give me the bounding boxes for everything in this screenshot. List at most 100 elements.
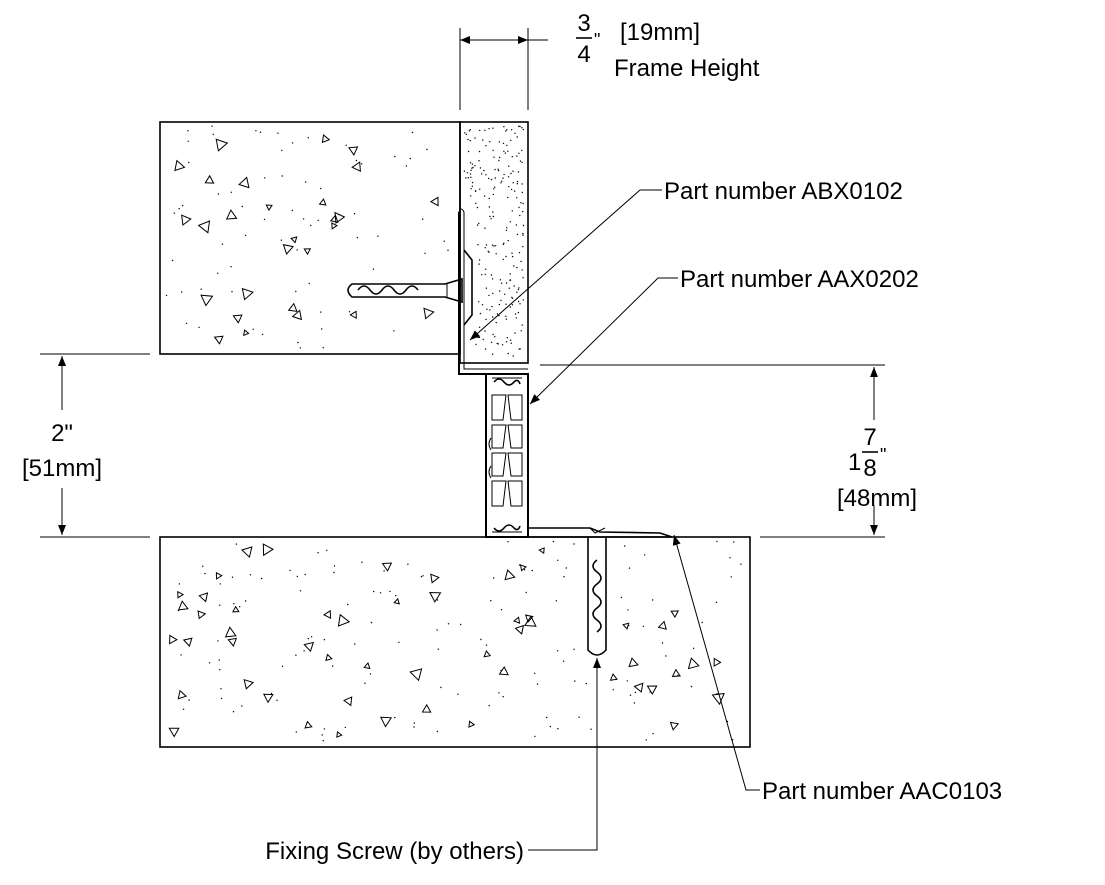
- aggregate-mark: [429, 196, 439, 207]
- stipple-dot: [369, 673, 372, 675]
- stipple-dot: [394, 155, 396, 158]
- stipple-dot: [503, 126, 505, 128]
- stipple-dot: [510, 129, 513, 131]
- stipple-dot: [281, 149, 283, 152]
- stipple-dot: [628, 624, 630, 627]
- stipple-dot: [426, 148, 428, 151]
- stipple-dot: [478, 222, 480, 225]
- stipple-dot: [171, 259, 174, 262]
- stipple-dot: [372, 268, 375, 270]
- stipple-dot: [302, 218, 305, 220]
- stipple-dot: [373, 590, 375, 593]
- frame-height-fraction-numerator: 3: [577, 10, 590, 37]
- stipple-dot: [494, 186, 496, 188]
- stipple-dot: [546, 716, 548, 719]
- aggregate-mark: [215, 138, 229, 152]
- stipple-dot: [492, 149, 494, 151]
- stipple-dot: [481, 274, 483, 276]
- stipple-dot: [317, 552, 319, 554]
- stipple-dot: [502, 696, 504, 698]
- stipple-dot: [478, 301, 480, 303]
- stipple-dot: [497, 168, 499, 170]
- stipple-dot: [511, 304, 514, 306]
- aggregate-mark: [524, 614, 534, 623]
- aggregate-mark: [225, 209, 238, 220]
- stipple-dot: [165, 294, 168, 297]
- stipple-dot: [291, 209, 293, 212]
- stipple-dot: [485, 145, 487, 147]
- aggregate-mark: [671, 668, 681, 677]
- stipple-dot: [231, 291, 233, 293]
- stipple-dot: [187, 130, 189, 132]
- right-gap-inch-mark: ": [880, 445, 886, 465]
- aggregate-mark: [304, 720, 313, 729]
- callout-fixing-screw-label: Fixing Screw (by others): [265, 838, 524, 865]
- aggregate-mark: [657, 620, 667, 630]
- stipple-dot: [447, 623, 450, 625]
- stipple-dot: [233, 603, 235, 605]
- stipple-dot: [471, 185, 473, 187]
- stipple-dot: [502, 142, 505, 144]
- stipple-dot: [644, 554, 646, 556]
- stipple-dot: [488, 294, 490, 297]
- stipple-dot: [320, 311, 322, 313]
- stipple-dot: [464, 132, 466, 134]
- stipple-dot: [522, 234, 524, 236]
- stipple-dot: [512, 170, 514, 172]
- stipple-dot: [620, 596, 623, 599]
- stipple-dot: [303, 650, 305, 652]
- stipple-dot: [505, 130, 507, 132]
- stipple-dot: [523, 569, 526, 571]
- stipple-dot: [436, 629, 438, 631]
- stipple-dot: [506, 144, 508, 147]
- stipple-dot: [470, 176, 472, 178]
- stipple-dot: [488, 251, 490, 253]
- stipple-dot: [730, 576, 732, 578]
- upper-fixing-screw: [347, 277, 463, 304]
- stipple-dot: [465, 177, 467, 179]
- stipple-dot: [493, 156, 495, 158]
- stipple-dot: [536, 683, 539, 685]
- stipple-dot: [516, 183, 518, 185]
- stipple-dot: [510, 342, 512, 344]
- stipple-dot: [492, 292, 494, 295]
- frame-height-label: Frame Height: [614, 55, 760, 82]
- stipple-dot: [534, 735, 536, 738]
- stipple-dot: [740, 563, 742, 565]
- aggregate-mark: [177, 590, 185, 599]
- stipple-dot: [304, 181, 307, 183]
- stipple-dot: [478, 336, 481, 339]
- stipple-dot: [296, 575, 298, 578]
- stipple-dot: [394, 716, 396, 719]
- stipple-dot: [716, 540, 718, 543]
- stipple-dot: [218, 659, 220, 661]
- stipple-dot: [299, 347, 301, 349]
- aggregate-mark: [265, 204, 273, 212]
- aggregate-mark: [243, 678, 255, 690]
- stipple-dot: [478, 259, 481, 261]
- stipple-dot: [493, 577, 495, 579]
- aggregate-mark: [329, 214, 339, 223]
- stipple-dot: [522, 246, 524, 248]
- aggregate-mark: [347, 146, 359, 156]
- stipple-dot: [467, 150, 470, 153]
- stipple-dot: [348, 311, 351, 313]
- stipple-dot: [517, 311, 520, 314]
- stipple-dot: [511, 210, 513, 212]
- stipple-dot: [692, 647, 695, 649]
- stipple-dot: [377, 235, 379, 237]
- stipple-dot: [307, 137, 309, 139]
- stipple-dot: [474, 165, 476, 167]
- aggregate-mark: [224, 626, 237, 638]
- stipple-dot: [531, 569, 533, 572]
- stipple-dot: [241, 205, 243, 208]
- stipple-dot: [277, 132, 279, 134]
- stipple-dot: [281, 175, 283, 177]
- upper-concrete-slab: [159, 121, 461, 355]
- stipple-dot: [219, 604, 221, 606]
- stipple-dot: [557, 650, 559, 652]
- stipple-dot: [479, 167, 482, 169]
- stipple-dot: [217, 193, 220, 195]
- stipple-dot: [479, 188, 481, 190]
- frame-insert-stipple: [463, 125, 525, 357]
